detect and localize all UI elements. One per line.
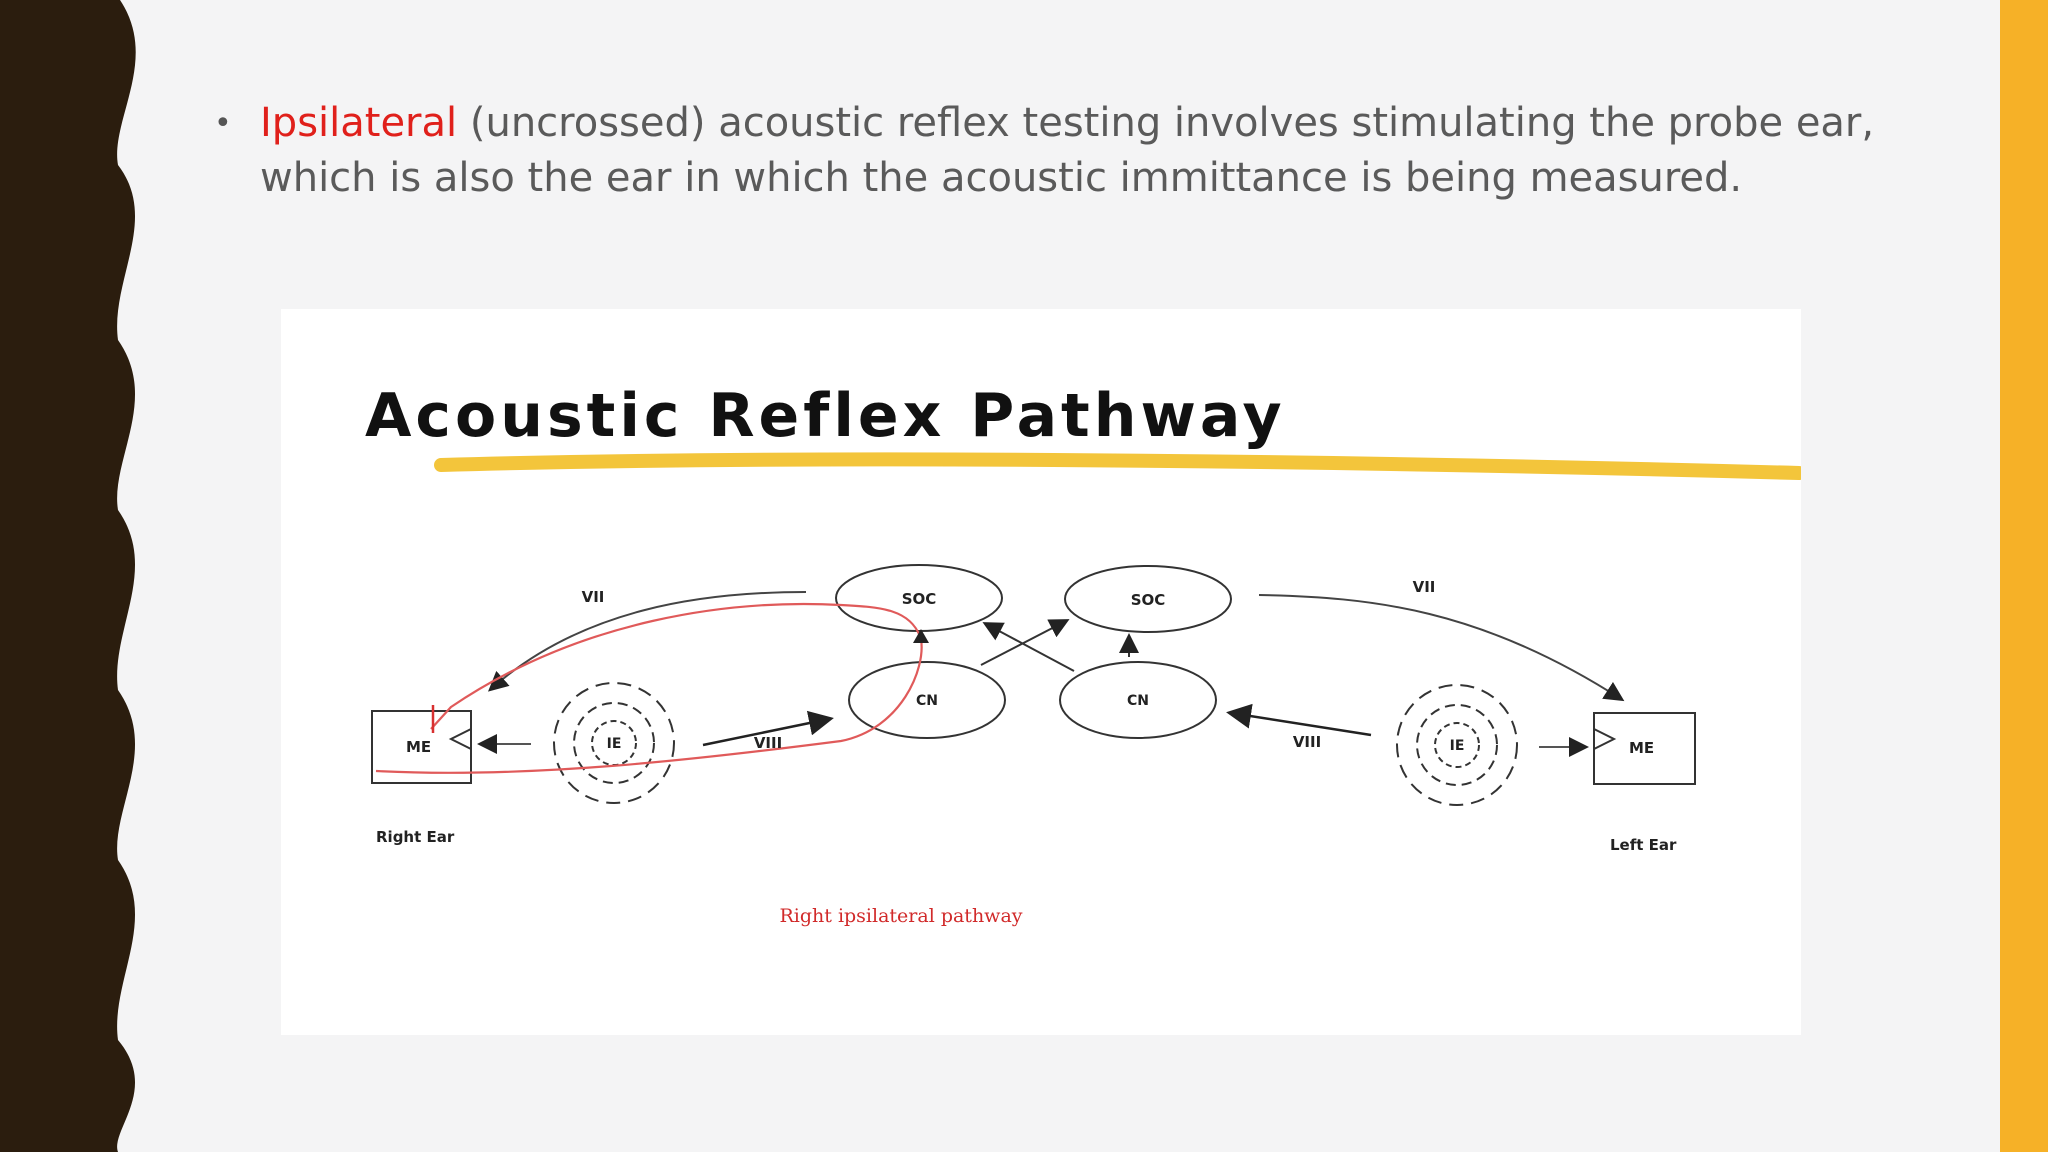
reflex-pathway-figure: Acoustic Reflex Pathway — [281, 309, 1801, 1035]
right-accent-bar — [2000, 0, 2048, 1152]
viii-arrow-right — [1226, 703, 1372, 737]
label-left-ear: Left Ear — [1610, 836, 1677, 854]
label-viii-right: VIII — [1293, 733, 1321, 751]
label-soc-left: SOC — [902, 590, 937, 608]
label-me-left: ME — [1629, 739, 1654, 757]
bullet-icon: • — [214, 106, 232, 141]
bullet-paragraph: • Ipsilateral (uncrossed) acoustic refle… — [214, 96, 1894, 206]
figure-caption: Right ipsilateral pathway — [779, 905, 1023, 927]
vii-path-right — [1258, 594, 1625, 702]
bullet-term: Ipsilateral — [260, 100, 458, 146]
label-me-right: ME — [406, 738, 431, 756]
figure-title: Acoustic Reflex Pathway — [365, 381, 1286, 451]
soc-right — [1064, 565, 1232, 633]
label-right-ear: Right Ear — [376, 828, 455, 846]
pathway-diagram: SOC SOC CN CN ME ME IE IE VII VII VIII V… — [371, 452, 1801, 854]
title-highlight — [434, 452, 1801, 480]
red-ipsilateral-path — [375, 602, 923, 774]
ie-coil-left — [1396, 684, 1518, 806]
wavy-border — [0, 0, 136, 1152]
viii-arrow-left — [702, 710, 834, 747]
label-ie-left: IE — [1450, 738, 1465, 754]
me-box-right — [371, 710, 472, 784]
label-soc-right: SOC — [1131, 591, 1166, 609]
label-vii-right: VII — [1413, 578, 1436, 596]
bullet-rest: (uncrossed) acoustic reflex testing invo… — [260, 100, 1875, 201]
red-arrow-up — [913, 629, 929, 643]
probe-mark-left — [1593, 728, 1617, 750]
label-viii-left: VIII — [754, 734, 782, 752]
label-cn-right: CN — [1127, 693, 1149, 709]
cn-left — [848, 661, 1006, 739]
soc-left — [835, 564, 1003, 632]
cn-right-to-soc-left — [982, 622, 1075, 672]
cn-right — [1059, 661, 1217, 739]
label-cn-left: CN — [916, 693, 938, 709]
vii-path-left — [488, 591, 807, 692]
label-vii-left: VII — [582, 588, 605, 606]
label-ie-right: IE — [607, 736, 622, 752]
probe-mark-right — [448, 728, 472, 750]
bullet-text: Ipsilateral (uncrossed) acoustic reflex … — [260, 96, 1894, 206]
